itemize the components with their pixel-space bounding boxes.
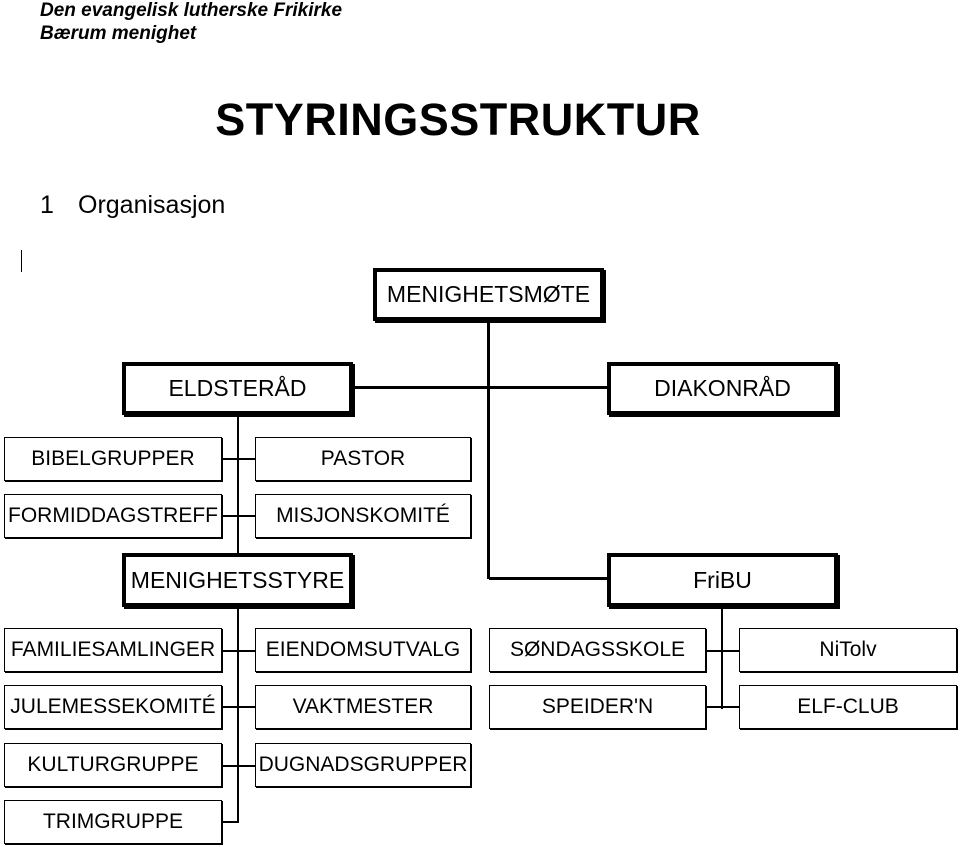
connector-line [706,706,739,708]
box-elf-club: ELF-CLUB [739,685,957,729]
connector-line [706,650,739,652]
box-formiddagstreff: FORMIDDAGSTREFF [4,494,222,538]
box-nitolv: NiTolv [739,628,957,672]
connector-line [721,607,723,709]
box-eiendomsutvalg: EIENDOMSUTVALG [255,628,471,672]
box-eldsterad: ELDSTERÅD [122,362,353,415]
box-menighetsmote: MENIGHETSMØTE [373,268,604,321]
box-julemessekomite: JULEMESSEKOMITÉ [4,685,222,729]
connector-line [489,577,609,580]
box-menighetsstyre: MENIGHETSSTYRE [122,553,353,607]
connector-line [222,765,255,767]
section-heading: 1 Organisasjon [40,190,225,220]
box-sondagsskole: SØNDAGSSKOLE [489,628,706,672]
page-title: STYRINGSSTRUKTUR [215,94,701,145]
connector-line [487,321,490,579]
box-misjonskomite: MISJONSKOMITÉ [255,494,471,538]
box-pastor: PASTOR [255,437,471,481]
box-vaktmester: VAKTMESTER [255,685,471,729]
connector-line [222,650,255,652]
box-trimgruppe: TRIMGRUPPE [4,800,222,844]
header-church-name: Den evangelisk lutherske Frikirke [40,0,343,21]
connector-line [222,515,255,517]
box-dugnadsgrupper: DUGNADSGRUPPER [255,743,471,787]
header-congregation-name: Bærum menighet [40,23,197,44]
box-familiesamlinger: FAMILIESAMLINGER [4,628,222,672]
box-kulturgruppe: KULTURGRUPPE [4,743,222,787]
box-diakonrad: DIAKONRÅD [607,362,838,415]
section-label: Organisasjon [78,191,226,219]
connector-line [222,821,239,823]
connector-line [237,415,239,553]
connector-line [353,386,607,389]
section-number: 1 [40,191,54,219]
connector-line [237,607,239,822]
text-cursor [21,250,22,272]
connector-line [222,458,255,460]
connector-line [222,706,255,708]
box-bibelgrupper: BIBELGRUPPER [4,437,222,481]
box-speidern: SPEIDER'N [489,685,706,729]
box-fribu: FriBU [607,553,838,607]
